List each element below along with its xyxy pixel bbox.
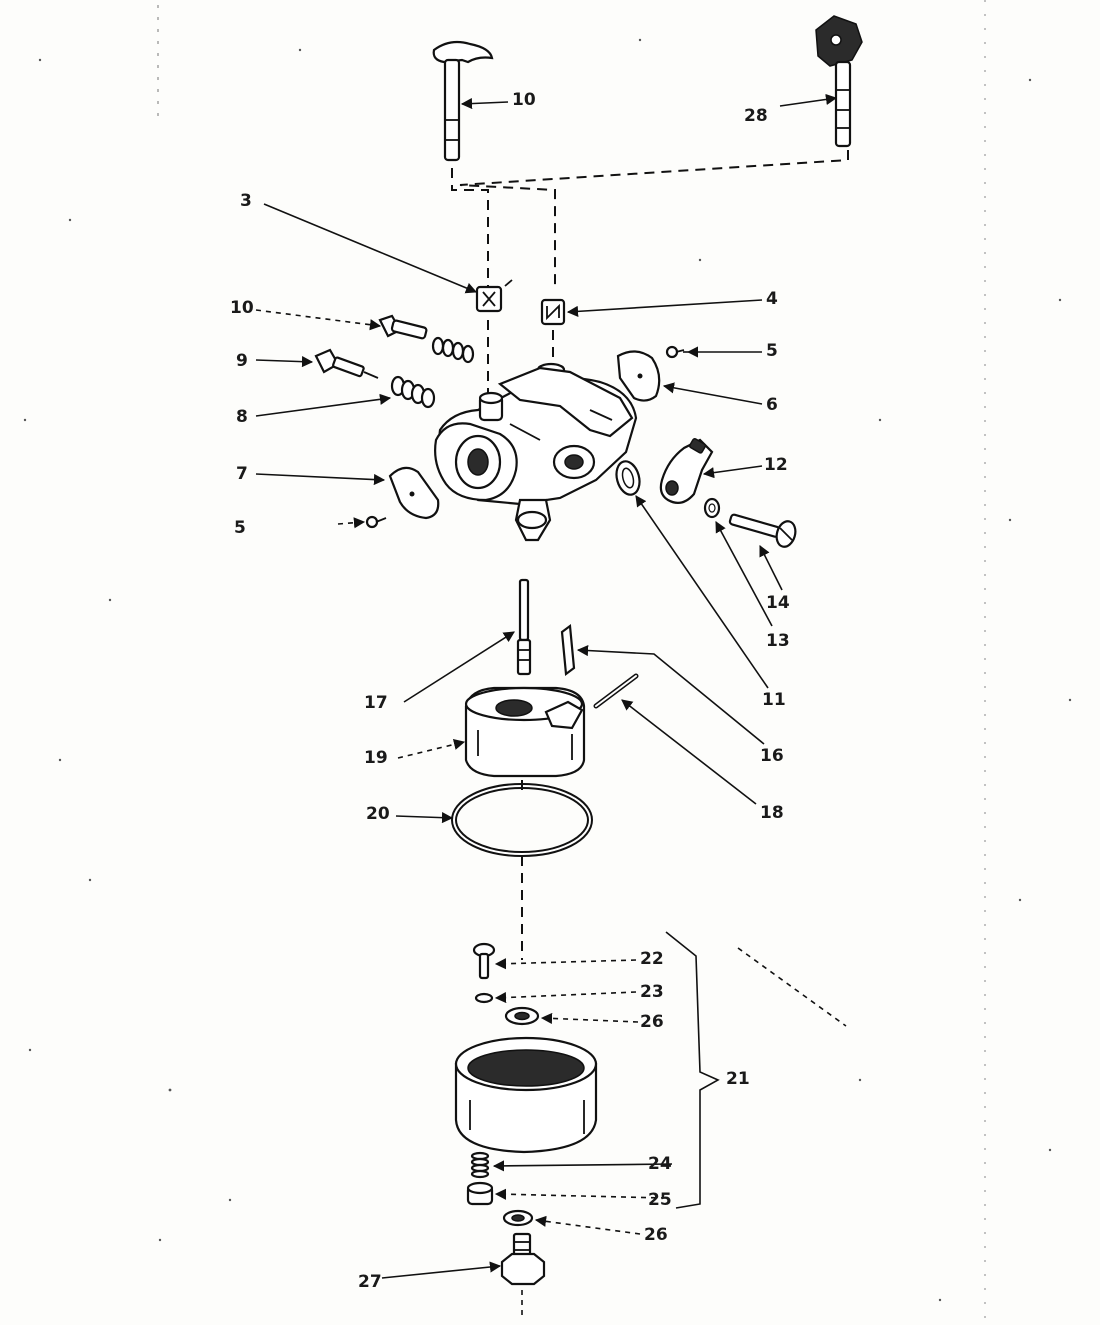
label-18: 18 bbox=[760, 803, 784, 823]
part-4-block bbox=[540, 298, 566, 326]
label-11: 11 bbox=[762, 690, 786, 710]
part-20-oring bbox=[451, 783, 593, 857]
part-22-screw bbox=[472, 942, 496, 980]
label-28: 28 bbox=[744, 106, 768, 126]
part-25-nut bbox=[466, 1181, 494, 1206]
label-7: 7 bbox=[236, 464, 248, 484]
label-23: 23 bbox=[640, 982, 664, 1002]
label-21: 21 bbox=[726, 1069, 750, 1089]
part-26-gasket-lower bbox=[502, 1209, 534, 1227]
part-5-screw-left bbox=[365, 515, 387, 529]
part-23-washer bbox=[474, 992, 494, 1004]
label-14: 14 bbox=[766, 593, 790, 613]
label-8: 8 bbox=[236, 407, 248, 427]
part-10-spring bbox=[431, 336, 475, 364]
label-19: 19 bbox=[364, 748, 388, 768]
alignment-line-choke bbox=[459, 150, 849, 290]
label-16: 16 bbox=[760, 746, 784, 766]
label-4: 4 bbox=[766, 289, 778, 309]
part-10-throttle-shaft bbox=[432, 40, 494, 162]
label-12: 12 bbox=[764, 455, 788, 475]
carburetor-body bbox=[434, 362, 638, 542]
part-12-lever bbox=[659, 437, 714, 505]
label-24: 24 bbox=[648, 1154, 672, 1174]
part-21-float-bowl bbox=[454, 1036, 598, 1154]
label-27: 27 bbox=[358, 1272, 382, 1292]
label-26-lower: 26 bbox=[644, 1225, 668, 1245]
label-25: 25 bbox=[648, 1190, 672, 1210]
label-6: 6 bbox=[766, 395, 778, 415]
part-10-idle-screw bbox=[378, 314, 475, 364]
part-3-block bbox=[475, 279, 513, 313]
part-6-choke-plate bbox=[616, 350, 661, 402]
part-19-float bbox=[464, 686, 586, 778]
part-28-choke-shaft bbox=[815, 15, 863, 148]
label-17: 17 bbox=[364, 693, 388, 713]
label-20: 20 bbox=[366, 804, 390, 824]
part-16-inlet-needle bbox=[560, 623, 576, 677]
scan-noise bbox=[23, 0, 1072, 1320]
leader-lines bbox=[255, 93, 847, 1279]
label-10: 10 bbox=[230, 298, 254, 318]
part-27-drain-bolt bbox=[500, 1232, 546, 1286]
label-5-right: 5 bbox=[766, 341, 778, 361]
label-22: 22 bbox=[640, 949, 664, 969]
label-9: 9 bbox=[236, 351, 248, 371]
label-3: 3 bbox=[240, 191, 252, 211]
part-7-throttle-plate bbox=[388, 466, 440, 520]
part-8-spring bbox=[390, 375, 436, 409]
part-17-needle-valve bbox=[516, 578, 532, 676]
part-24-spring bbox=[470, 1151, 490, 1179]
label-10-top: 10 bbox=[512, 90, 536, 110]
part-5-screw-right bbox=[665, 345, 685, 359]
label-13: 13 bbox=[766, 631, 790, 651]
part-14-screw bbox=[728, 513, 797, 548]
alignment-line-throttle bbox=[451, 168, 489, 290]
label-5-left: 5 bbox=[234, 518, 246, 538]
part-26-gasket-upper bbox=[504, 1006, 540, 1026]
part-9-needle-screw bbox=[314, 348, 379, 379]
label-26-upper: 26 bbox=[640, 1012, 664, 1032]
